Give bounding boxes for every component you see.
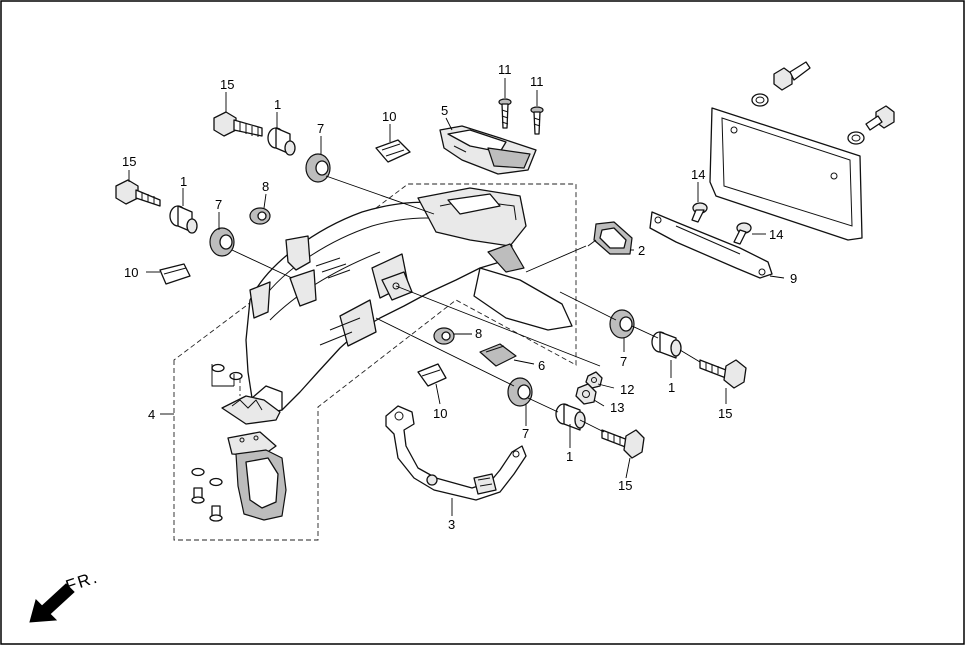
callout-leaders [128,78,785,516]
callout-7-upper: 7 [317,121,324,136]
callout-14-a: 14 [691,167,705,182]
bolt-15-left [115,179,161,207]
grommet-8-upper [249,207,271,225]
clip-10-top [375,139,411,163]
front-mudguard [221,395,287,521]
tail-light-cover [439,125,537,175]
callout-1-right: 1 [668,380,675,395]
screws-14 [691,202,752,245]
callout-7-left: 7 [215,197,222,212]
callout-2: 2 [638,243,645,258]
callout-1-upper: 1 [274,97,281,112]
callout-8-upper: 8 [262,179,269,194]
callout-11-b: 11 [530,74,544,89]
grommet-8-lower [433,327,455,345]
bolt-15-upper [213,111,263,137]
arrow-down-left-icon [29,583,75,623]
license-plate [709,107,863,241]
bolt-15-right [699,359,747,389]
alignment-lines [231,175,701,433]
callout-15-right: 15 [718,406,732,421]
clip-10-left [159,263,191,285]
callout-1-left: 1 [180,174,187,189]
plate-bracket [649,211,773,279]
reflector-2 [587,221,633,255]
callouts: 15 1 7 10 5 11 11 15 1 8 7 10 14 14 9 2 … [122,62,797,532]
callout-12: 12 [620,382,634,397]
bolt-15-lower [601,429,645,459]
callout-7-right: 7 [620,354,627,369]
clip-6 [479,343,517,367]
collar-1-lower [555,403,586,431]
callout-4: 4 [148,407,155,422]
lower-bracket [385,405,527,501]
callout-15-lower: 15 [618,478,632,493]
callout-15-upper: 15 [220,77,234,92]
callout-5: 5 [441,103,448,118]
screws-11 [498,98,544,135]
grommet-7-upper [305,153,331,183]
callout-3: 3 [448,517,455,532]
clip-10-lower [417,363,447,387]
callout-11-a: 11 [498,62,512,77]
assembly-outline-4 [173,183,577,541]
callout-1-lower: 1 [566,449,573,464]
callout-8-lower: 8 [475,326,482,341]
collar-1-upper [267,127,296,156]
callout-6: 6 [538,358,545,373]
grommet-7-lower [507,377,533,407]
callout-10-lower: 10 [433,406,447,421]
grommet-7-right [609,309,635,339]
front-direction-label: FR. [63,567,101,595]
callout-7-lower: 7 [522,426,529,441]
front-direction-indicator: FR. [29,567,101,623]
callout-10-left: 10 [124,265,138,280]
callout-14-b: 14 [769,227,783,242]
nut-13 [575,383,597,405]
mudguard-fasteners [191,363,243,522]
callout-10-upper: 10 [382,109,396,124]
collar-1-left [169,205,198,234]
plate-bolts [751,61,895,145]
callout-15-left: 15 [122,154,136,169]
collar-1-right [651,331,682,359]
grommet-7-left [209,227,235,257]
callout-9: 9 [790,271,797,286]
callout-13: 13 [610,400,624,415]
